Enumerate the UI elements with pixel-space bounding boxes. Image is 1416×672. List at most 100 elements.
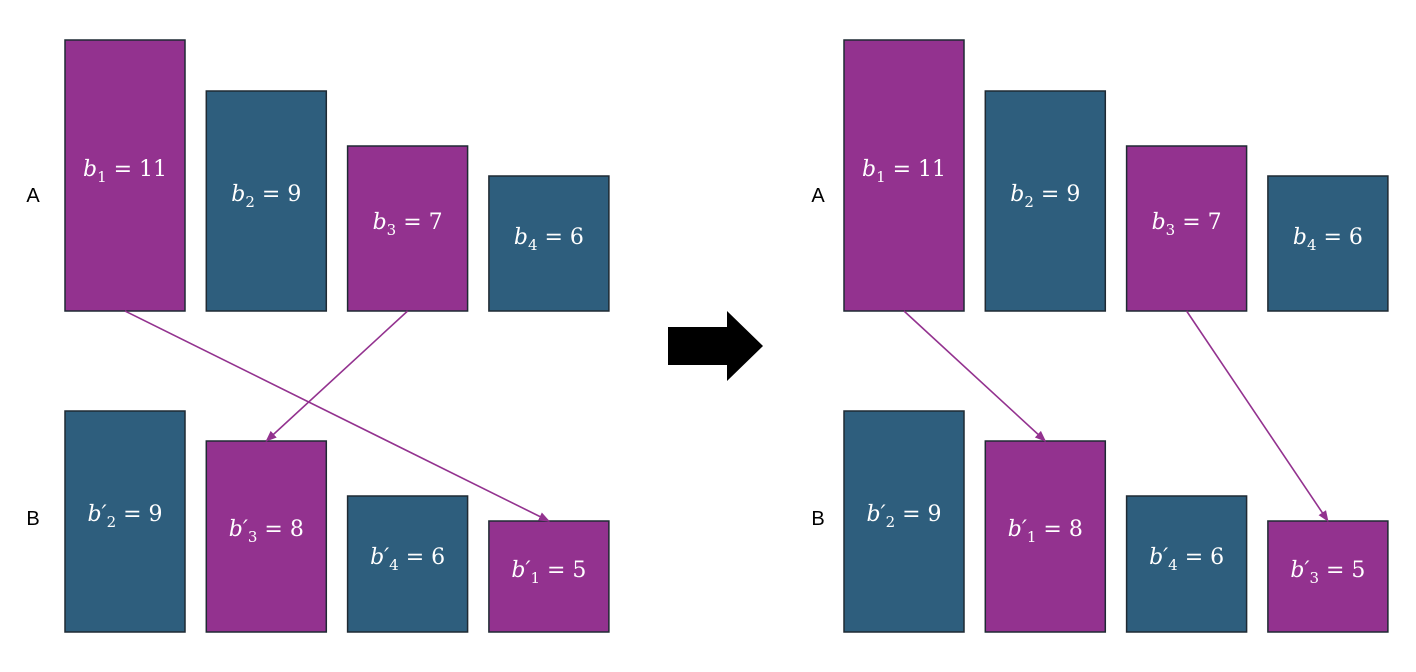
symbol-subscript: 2 bbox=[886, 513, 896, 531]
symbol-subscript: 3 bbox=[248, 528, 258, 546]
box-value: 11 bbox=[139, 157, 167, 182]
symbol-base: b bbox=[1149, 545, 1163, 570]
symbol-base: b bbox=[1152, 210, 1166, 235]
connector-arrow bbox=[1185, 310, 1329, 522]
box-label: b2 = 9 bbox=[1010, 182, 1080, 211]
equals-sign: = bbox=[107, 157, 139, 182]
box-value: 5 bbox=[1351, 558, 1365, 583]
symbol-base: b bbox=[511, 558, 525, 583]
box-label: b′3 = 5 bbox=[1290, 558, 1365, 587]
box-label: b′2 = 9 bbox=[87, 502, 162, 531]
symbol-base: b bbox=[87, 502, 101, 527]
equals-sign: = bbox=[1319, 558, 1351, 583]
row-b-box: b′1 = 5 bbox=[488, 520, 610, 633]
box-rect bbox=[346, 495, 469, 633]
row-a-box: b1 = 11 bbox=[64, 39, 186, 312]
equals-sign: = bbox=[1317, 225, 1349, 250]
symbol-subscript: 2 bbox=[245, 193, 255, 211]
prime-mark: ′ bbox=[1163, 545, 1168, 570]
equals-sign: = bbox=[886, 157, 918, 182]
symbol-subscript: 4 bbox=[389, 556, 399, 574]
row-a-box: b2 = 9 bbox=[205, 90, 328, 312]
symbol-subscript: 4 bbox=[1168, 556, 1178, 574]
equals-sign: = bbox=[1178, 545, 1210, 570]
box-value: 8 bbox=[1069, 517, 1083, 542]
symbol-subscript: 1 bbox=[97, 168, 107, 186]
box-label: b′3 = 8 bbox=[229, 517, 304, 546]
row-b-box: b′3 = 8 bbox=[205, 440, 328, 633]
box-label: b′1 = 8 bbox=[1008, 517, 1083, 546]
row-a-box: b3 = 7 bbox=[1125, 145, 1248, 312]
box-value: 5 bbox=[572, 558, 586, 583]
row-label-b: B bbox=[811, 508, 824, 530]
symbol-subscript: 2 bbox=[1024, 193, 1034, 211]
right-arrow-icon bbox=[668, 311, 763, 381]
box-value: 6 bbox=[431, 545, 445, 570]
symbol-base: b bbox=[370, 545, 384, 570]
box-rect bbox=[488, 175, 610, 312]
row-b-box: b′1 = 8 bbox=[984, 440, 1107, 633]
box-label: b3 = 7 bbox=[1152, 210, 1222, 239]
equals-sign: = bbox=[895, 502, 927, 527]
symbol-subscript: 3 bbox=[1166, 221, 1176, 239]
prime-mark: ′ bbox=[384, 545, 389, 570]
box-label: b′2 = 9 bbox=[866, 502, 941, 531]
box-value: 6 bbox=[1210, 545, 1224, 570]
prime-mark: ′ bbox=[1022, 517, 1027, 542]
box-rect bbox=[205, 90, 328, 312]
row-b-box: b′4 = 6 bbox=[346, 495, 469, 633]
prime-mark: ′ bbox=[102, 502, 107, 527]
equals-sign: = bbox=[399, 545, 431, 570]
box-rect bbox=[1125, 495, 1248, 633]
box-label: b3 = 7 bbox=[373, 210, 443, 239]
box-rect bbox=[346, 145, 469, 312]
connector-arrow bbox=[903, 310, 1047, 442]
symbol-base: b bbox=[229, 517, 243, 542]
row-a-box: b3 = 7 bbox=[346, 145, 469, 312]
box-label: b1 = 11 bbox=[83, 157, 167, 186]
prime-mark: ′ bbox=[243, 517, 248, 542]
box-rect bbox=[64, 39, 186, 312]
symbol-subscript: 1 bbox=[530, 569, 540, 587]
symbol-base: b bbox=[866, 502, 880, 527]
symbol-subscript: 3 bbox=[1309, 569, 1319, 587]
row-b-box: b′2 = 9 bbox=[64, 410, 186, 633]
row-b-box: b′2 = 9 bbox=[843, 410, 965, 633]
equals-sign: = bbox=[255, 182, 287, 207]
symbol-base: b bbox=[862, 157, 876, 182]
symbol-base: b bbox=[231, 182, 245, 207]
prime-mark: ′ bbox=[525, 558, 530, 583]
row-b-box: b′4 = 6 bbox=[1125, 495, 1248, 633]
box-value: 9 bbox=[1066, 182, 1080, 207]
symbol-base: b bbox=[1293, 225, 1307, 250]
box-label: b2 = 9 bbox=[231, 182, 301, 211]
symbol-base: b bbox=[1010, 182, 1024, 207]
equals-sign: = bbox=[540, 558, 572, 583]
box-rect bbox=[1267, 175, 1389, 312]
box-label: b′4 = 6 bbox=[1149, 545, 1224, 574]
connector-arrow bbox=[265, 310, 409, 442]
symbol-base: b bbox=[514, 225, 528, 250]
box-value: 11 bbox=[918, 157, 946, 182]
symbol-subscript: 1 bbox=[1027, 528, 1037, 546]
symbol-base: b bbox=[1008, 517, 1022, 542]
symbol-subscript: 3 bbox=[387, 221, 397, 239]
symbol-subscript: 4 bbox=[528, 236, 538, 254]
box-label: b4 = 6 bbox=[514, 225, 584, 254]
equals-sign: = bbox=[257, 517, 289, 542]
row-label-b: B bbox=[26, 508, 39, 530]
box-rect bbox=[1125, 145, 1248, 312]
box-value: 9 bbox=[287, 182, 301, 207]
box-rect bbox=[205, 440, 328, 633]
box-value: 7 bbox=[1208, 210, 1222, 235]
equals-sign: = bbox=[1036, 517, 1068, 542]
symbol-subscript: 1 bbox=[876, 168, 886, 186]
box-rect bbox=[984, 90, 1107, 312]
box-value: 9 bbox=[928, 502, 942, 527]
box-rect bbox=[488, 520, 610, 633]
symbol-subscript: 2 bbox=[107, 513, 117, 531]
row-a-box: b4 = 6 bbox=[488, 175, 610, 312]
box-rect bbox=[984, 440, 1107, 633]
box-value: 6 bbox=[1349, 225, 1363, 250]
